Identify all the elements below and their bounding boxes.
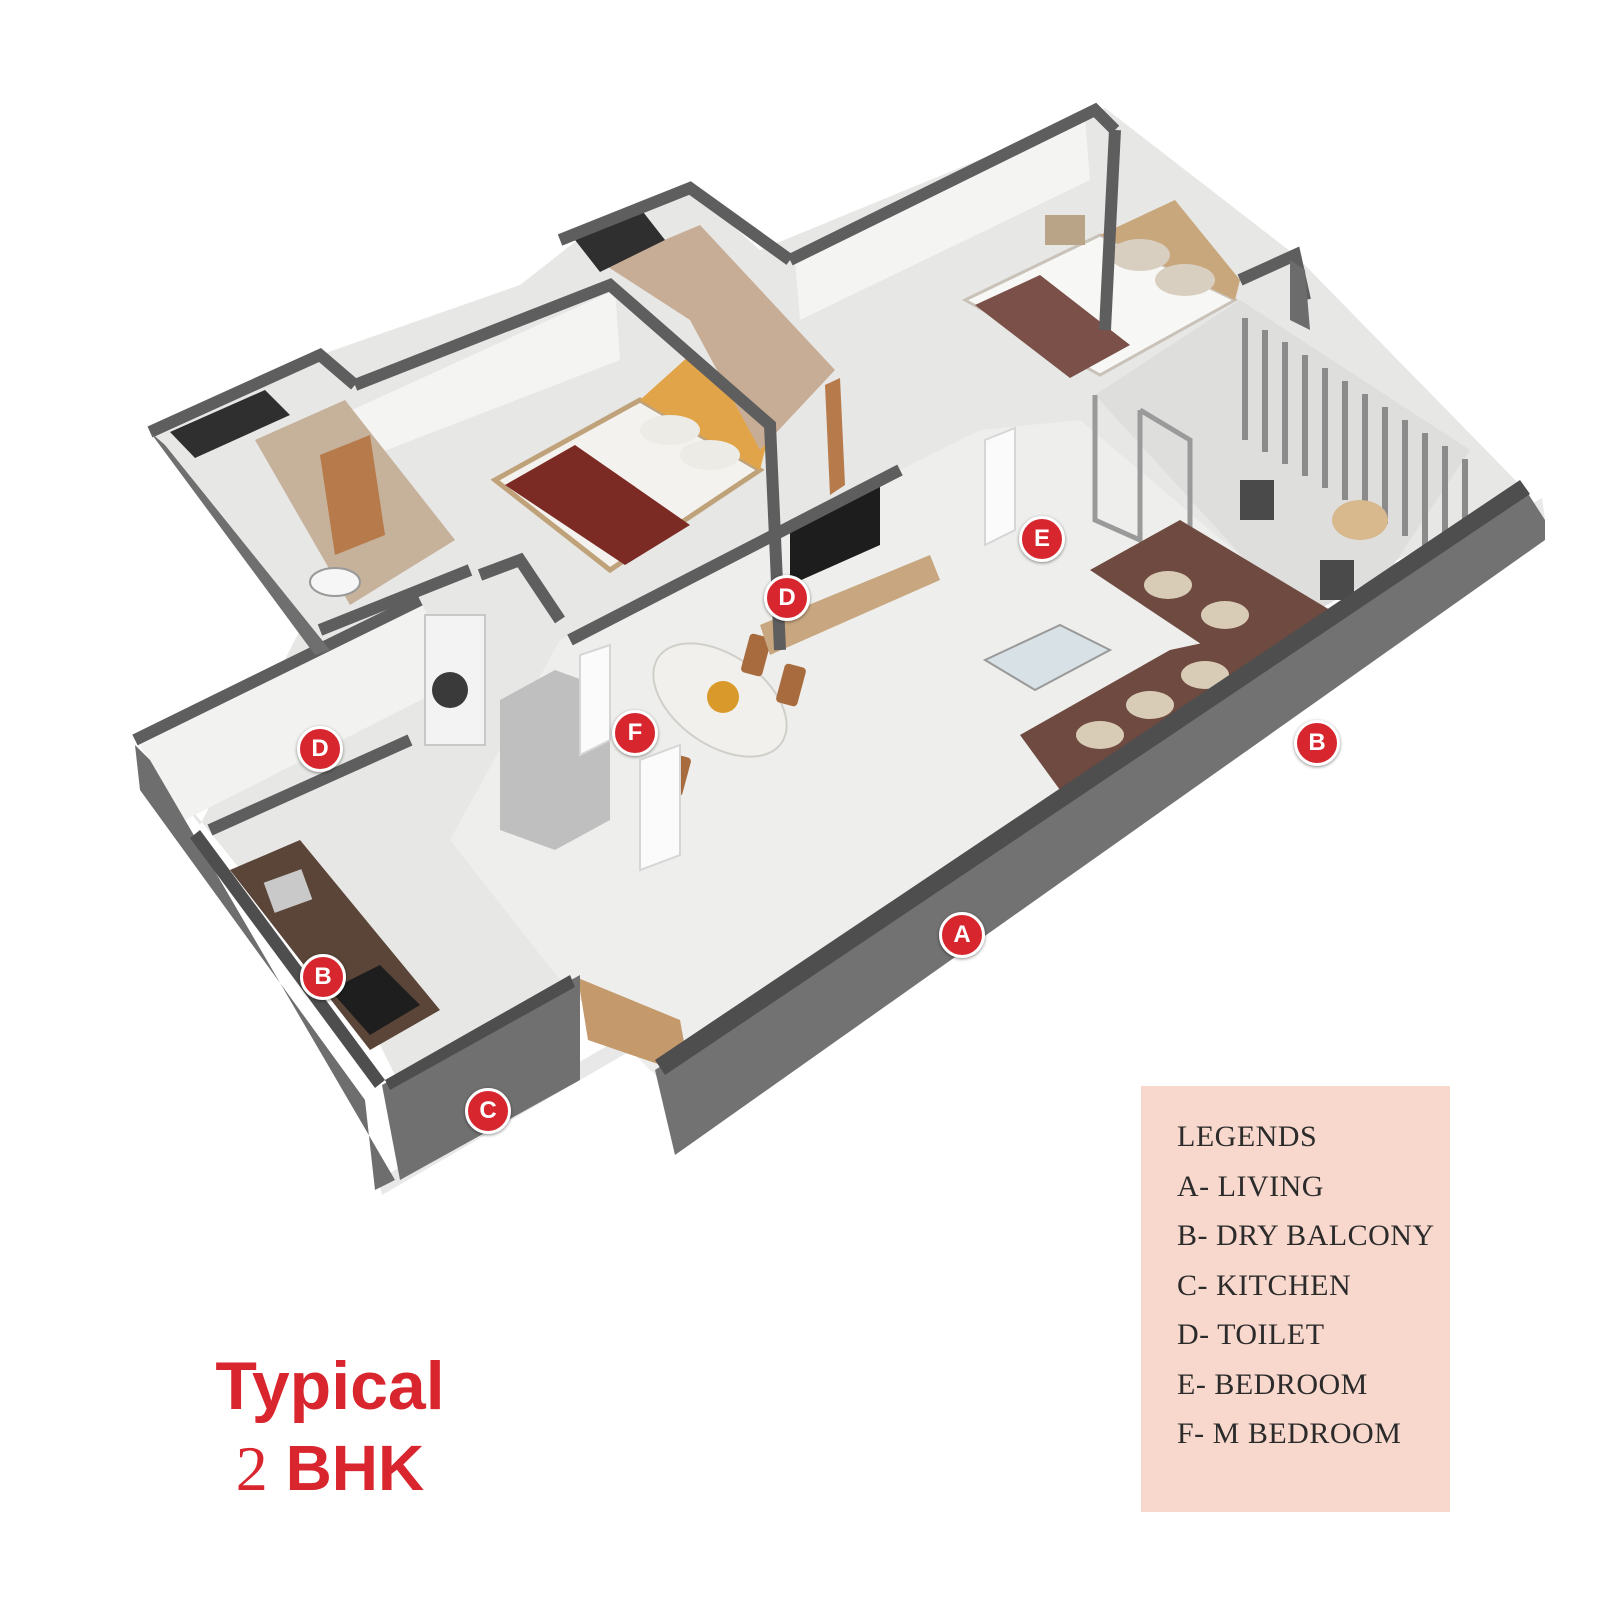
toilet-center-door [825,378,845,495]
legend-item-bedroom: E- BEDROOM [1177,1367,1368,1401]
legend-item-dry-balcony: B- DRY BALCONY [1177,1219,1435,1252]
wall-front-balcony [1290,260,1310,330]
title-bhk-text: BHK [285,1432,425,1504]
marker-label: D [311,735,329,762]
title-line-2bhk: 2 BHK [190,1427,470,1510]
marker-d-toilet-center: D [764,575,810,621]
marker-disc [300,954,346,1000]
marker-label: F [627,719,643,746]
plan-title: Typical 2 BHK [190,1345,470,1510]
legend-item-living: A- LIVING [1177,1169,1324,1203]
marker-label: B [1308,729,1326,756]
legend-item-kitchen: C- KITCHEN [1177,1268,1352,1302]
legend-item-m-bedroom: F- M BEDROOM [1177,1417,1402,1450]
toilet-left-door [320,435,385,555]
entrance-door [578,978,690,1075]
tv [790,480,880,585]
interior-partitions [579,426,1016,872]
tv-unit [760,555,940,655]
back-wall-mbedroom [330,290,620,470]
back-wall-bedroom [795,118,1090,320]
marker-d-toilet-left: D [297,726,343,772]
stove [330,965,420,1035]
balcony-railing [1242,318,1468,572]
marker-label: B [314,963,332,990]
toilet-center-floor [605,225,835,450]
marker-e-bedroom: E [1019,516,1065,562]
legend-item-toilet: D- TOILET [1177,1318,1325,1351]
marker-b-kitchen: B [300,954,346,1000]
wall-front-living [382,975,580,1180]
marker-disc [465,1088,511,1134]
cushions [1076,571,1249,749]
marker-label: D [778,584,796,611]
marker-disc [1019,516,1065,562]
marker-c-kitchen: C [465,1088,511,1134]
marker-label: C [479,1097,497,1124]
wall-top-rim-main [655,480,1530,1075]
title-line-typical: Typical [215,1348,445,1424]
marker-a-living: A [939,912,985,958]
nightstand-e [1045,215,1085,245]
wall-front-kitchen [135,745,395,1190]
marker-f-m-bedroom: F [612,710,658,756]
balcony-table [1332,500,1388,540]
bed-e [961,200,1240,378]
balcony-chairs [1240,480,1354,600]
marker-disc [297,726,343,772]
wall-tops [132,102,1311,836]
glass-door-frame [1092,395,1193,565]
bed-f [490,355,770,574]
marker-disc [1294,720,1340,766]
kitchen-sink [263,869,313,913]
marker-label: E [1033,525,1050,552]
back-wall-utility [140,600,460,820]
marker-b-dry-balcony: B [1294,720,1340,766]
wall-left-toilet [150,432,330,655]
title-bhk-number: 2 [235,1433,268,1504]
fruit-bowl [707,681,739,713]
marker-disc [939,912,985,958]
wall-top-rim-kitchen [190,830,385,1088]
window-grilles [170,208,665,458]
wall-front-main [655,492,1545,1155]
toilet-left-wc [309,567,361,597]
legend-heading: LEGENDS [1177,1120,1318,1153]
marker-disc [764,575,810,621]
washing-machine-door [432,672,468,708]
marker-disc [612,710,658,756]
legend-box: LEGENDS A- LIVING B- DRY BALCONY C- KITC… [1141,1086,1450,1512]
coffee-table [982,623,1113,692]
wall-top-rim-c [385,975,575,1090]
marker-label: A [953,921,971,948]
